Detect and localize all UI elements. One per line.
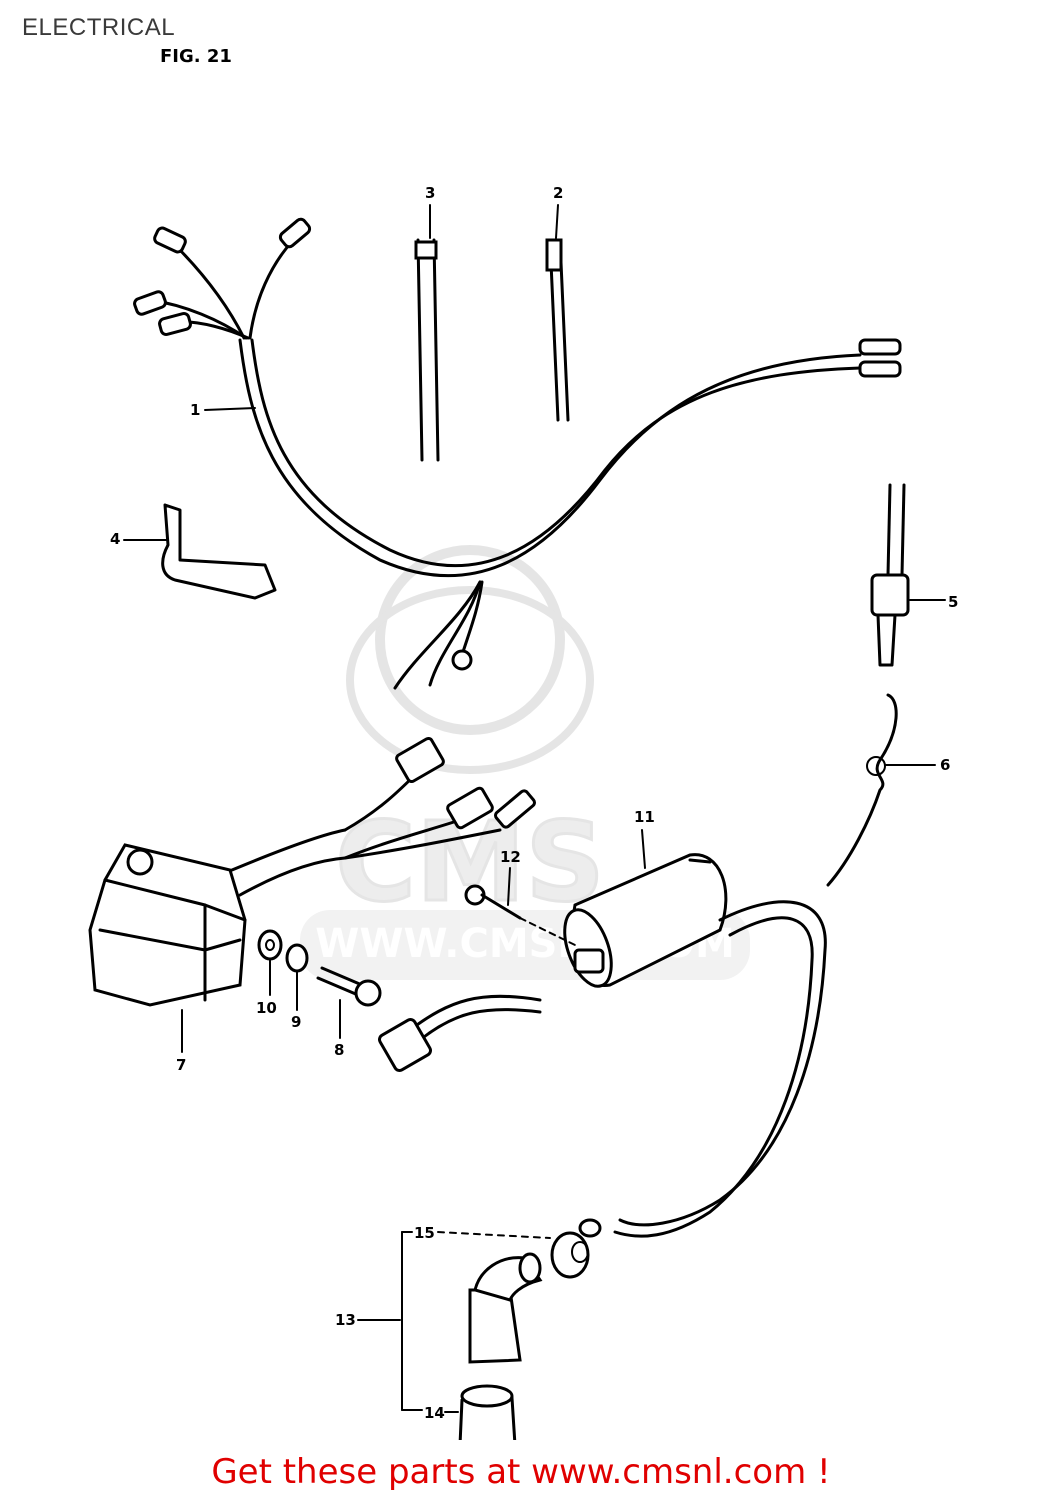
- callouts: 1 2 3 4 5 6 7 8: [110, 184, 958, 1422]
- part-12-screw: [464, 884, 576, 946]
- part-11-ignition-coil: [378, 853, 827, 1238]
- part-8-bolt: [316, 966, 382, 1007]
- callout-2: 2: [553, 184, 563, 239]
- watermark-mascot: [375, 545, 565, 735]
- svg-text:10: 10: [256, 999, 277, 1017]
- callout-14: 14: [401, 1404, 459, 1422]
- part-14-cap-cover: [458, 1384, 517, 1440]
- watermark-mascot-face: [346, 586, 594, 774]
- part-2-cable-tie: [545, 238, 570, 422]
- part-9-lock-washer: [285, 943, 309, 973]
- callout-8: 8: [334, 999, 344, 1059]
- svg-text:2: 2: [553, 184, 563, 202]
- cta-link[interactable]: Get these parts at www.cmsnl.com !: [211, 1452, 831, 1492]
- callout-3: 3: [425, 184, 435, 239]
- svg-text:3: 3: [425, 184, 435, 202]
- svg-text:12: 12: [500, 848, 521, 866]
- callout-10: 10: [256, 959, 277, 1017]
- svg-text:8: 8: [334, 1041, 344, 1059]
- part-4-clamp: [161, 503, 277, 600]
- svg-text:6: 6: [940, 756, 950, 774]
- callout-4: 4: [110, 530, 169, 548]
- svg-text:11: 11: [634, 808, 655, 826]
- callout-12: 12: [500, 848, 521, 906]
- page-title: ELECTRICAL: [22, 14, 176, 41]
- parts-diagram: CMS WWW.CMSNL.COM: [88, 184, 958, 1440]
- callout-9: 9: [291, 971, 301, 1031]
- callout-5: 5: [909, 593, 958, 611]
- callout-6: 6: [884, 756, 950, 774]
- part-13-plug-cap: [468, 1252, 543, 1364]
- svg-text:9: 9: [291, 1013, 301, 1031]
- callout-7: 7: [176, 1009, 186, 1074]
- part-6-wire-clip: [826, 693, 898, 887]
- callout-13: 13: [335, 1231, 403, 1411]
- part-15-seal: [550, 1218, 602, 1279]
- svg-text:4: 4: [110, 530, 120, 548]
- svg-text:14: 14: [424, 1404, 445, 1422]
- svg-text:5: 5: [948, 593, 958, 611]
- callout-1: 1: [190, 401, 256, 419]
- part-1-wiring-harness: [133, 217, 902, 690]
- svg-text:1: 1: [190, 401, 200, 419]
- part-5-sensor: [870, 483, 910, 667]
- svg-text:7: 7: [176, 1056, 186, 1074]
- callout-11: 11: [634, 808, 655, 869]
- figure-label: FIG. 21: [160, 46, 232, 67]
- svg-text:13: 13: [335, 1311, 356, 1329]
- part-10-washer: [257, 929, 283, 961]
- part-7-cdi-unit: [88, 736, 536, 1007]
- part-3-cable-tie: [414, 238, 440, 462]
- svg-text:15: 15: [414, 1224, 435, 1242]
- callout-15: 15: [401, 1224, 551, 1242]
